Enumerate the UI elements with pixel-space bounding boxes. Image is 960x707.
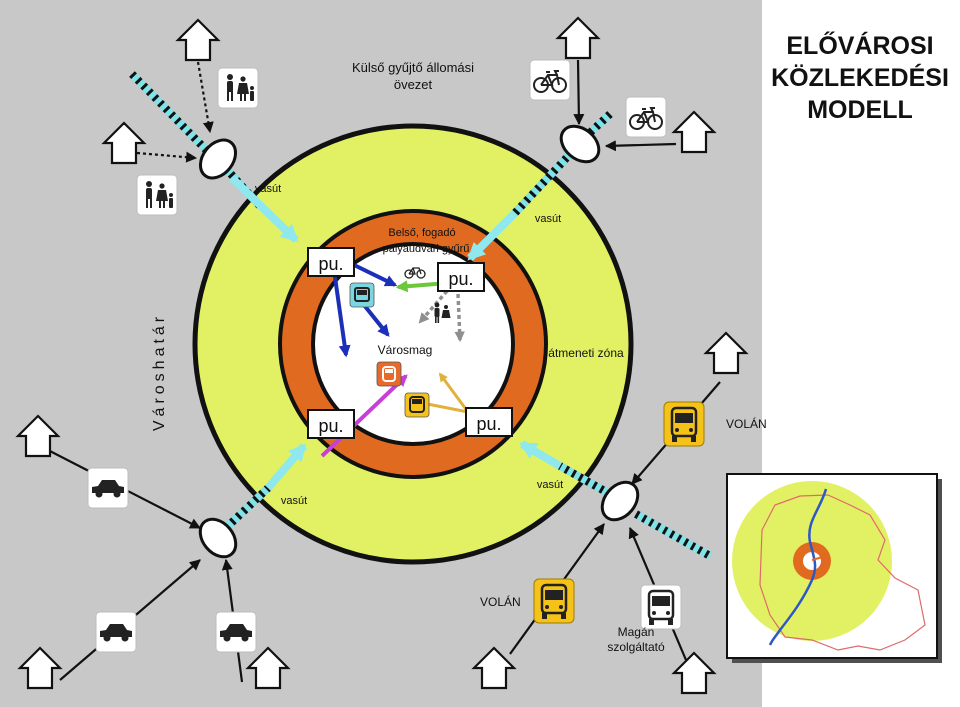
station-nodes [198,124,640,559]
bicycle-icon [404,267,426,279]
volan-label: VOLÁN [726,416,767,431]
diagram-title: ELŐVÁROSI KÖZLEKEDÉSI MODELL [770,30,950,126]
city-border [759,494,926,651]
city-boundary-label: Városhatár [151,313,168,431]
station-box: pu. [437,262,485,292]
tram-icon [376,361,402,387]
inner-ring-label: Belső, fogadó [388,227,455,239]
inset-core [803,552,821,570]
station-label: pu. [476,414,501,434]
bus-icon [662,400,706,448]
inset-map [726,473,942,663]
title-line: KÖZLEKEDÉSI [771,64,949,92]
rail-label: vasút [255,183,281,195]
bicycle-icon [529,59,571,101]
station-label: pu. [318,254,343,274]
private-operator-label: szolgáltató [607,640,665,654]
bus-icon [404,392,430,418]
station-label: pu. [318,416,343,436]
pedestrians-icon [217,67,259,109]
outer-zone-label: övezet [394,77,433,92]
station-box: pu. [307,247,355,277]
rail-label: vasút [537,479,563,491]
car-icon [95,611,137,653]
river [768,488,828,646]
title-line: MODELL [807,96,913,124]
car-icon [215,611,257,653]
pedestrians-icon [136,174,178,216]
bus-icon [532,577,576,625]
rail-label: vasút [281,495,307,507]
inner-ring-label: pályaudvari gyűrű [383,243,470,255]
transition-zone-label: átmeneti zóna [548,346,624,360]
bicycle-icon [625,96,667,138]
bus-icon [639,583,683,631]
station-label: pu. [448,269,473,289]
title-line: ELŐVÁROSI [786,32,934,60]
station-box: pu. [307,409,355,439]
car-icon [87,467,129,509]
pedestrians-icon [434,302,451,323]
private-operator-label: Magán [618,625,655,639]
metro-icon [349,282,375,308]
rail-label: vasút [535,213,561,225]
outer-zone-label: Külső gyűjtő állomási [352,60,474,75]
city-core-label: Városmag [378,343,433,357]
station-box: pu. [465,407,513,437]
volan-label: VOLÁN [480,594,521,609]
